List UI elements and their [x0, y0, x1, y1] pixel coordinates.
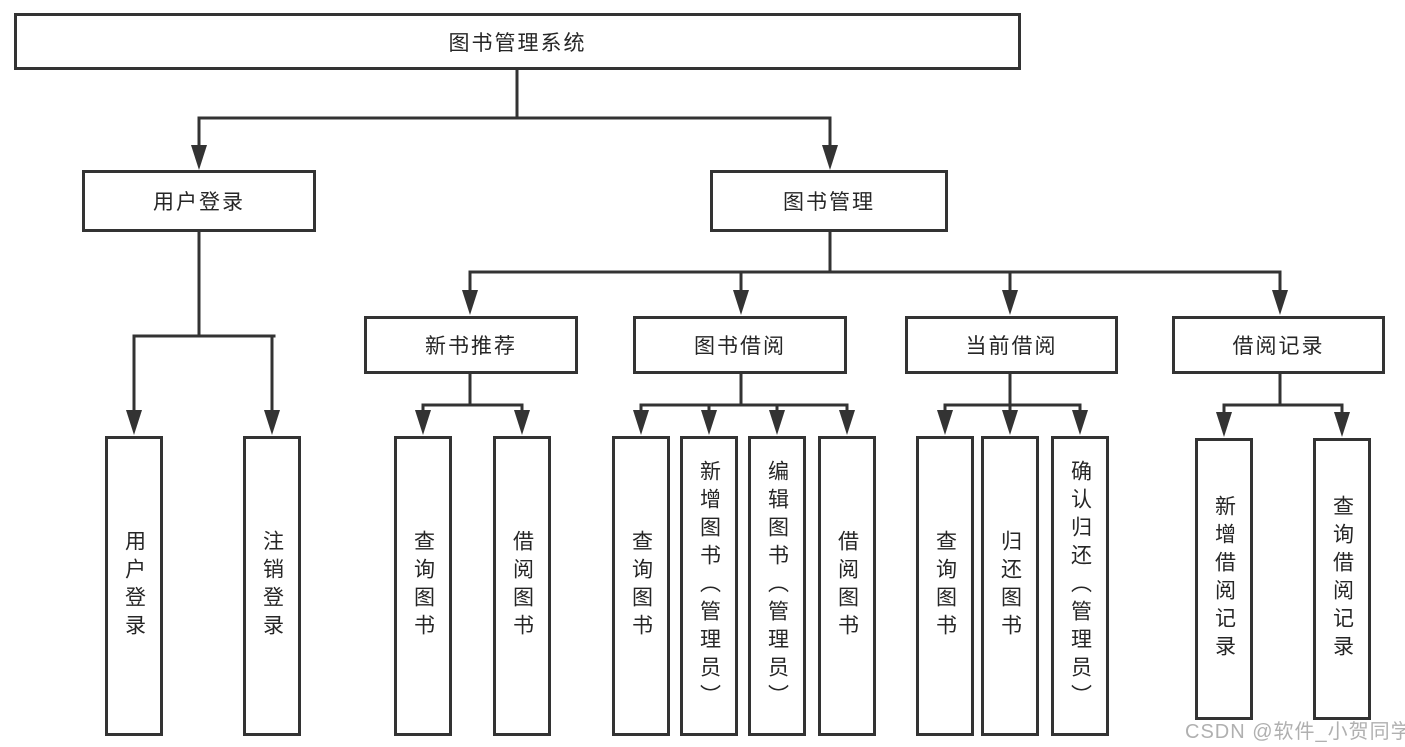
node-leaf-add-books-admin: 新增图书（管理员） [680, 436, 738, 736]
node-book-borrowing: 图书借阅 [633, 316, 847, 374]
node-leaf-user-login: 用户登录 [105, 436, 163, 736]
node-label: 图书管理 [783, 191, 875, 214]
node-new-book-recommendation: 新书推荐 [364, 316, 578, 374]
node-leaf-confirm-return-admin: 确认归还（管理员） [1051, 436, 1109, 736]
node-leaf-return-books: 归还图书 [981, 436, 1039, 736]
node-leaf-add-borrow-record: 新增借阅记录 [1195, 438, 1253, 720]
connector-current-borrow-children [937, 374, 1088, 435]
node-library-management-system: 图书管理系统 [14, 13, 1021, 70]
node-user-login: 用户登录 [82, 170, 316, 232]
node-label: 借阅记录 [1232, 335, 1325, 358]
node-label: 图书借阅 [694, 335, 786, 358]
connector-book-borrow-children [633, 374, 855, 435]
node-leaf-borrow-query-books: 查询图书 [612, 436, 670, 736]
connector-user-login-children [126, 232, 280, 435]
node-leaf-query-borrow-record: 查询借阅记录 [1313, 438, 1371, 720]
csdn-watermark: CSDN @软件_小贺同学 [1185, 721, 1405, 743]
node-label: 查询借阅记录 [1330, 495, 1354, 663]
node-label: 归还图书 [998, 530, 1022, 642]
node-label: 确认归还（管理员） [1068, 460, 1092, 712]
node-leaf-rec-query-books: 查询图书 [394, 436, 452, 736]
node-label: 借阅图书 [835, 530, 859, 642]
node-label: 查询图书 [411, 530, 435, 642]
node-leaf-current-query-books: 查询图书 [916, 436, 974, 736]
node-label: 新增图书（管理员） [697, 460, 721, 712]
connector-new-book-rec-children [415, 374, 530, 435]
node-label: 借阅图书 [510, 530, 534, 642]
node-label: 图书管理系统 [448, 31, 587, 55]
node-label: 新书推荐 [425, 335, 517, 358]
node-label: 用户登录 [122, 530, 146, 642]
node-leaf-logout: 注销登录 [243, 436, 301, 736]
node-leaf-rec-borrow-books: 借阅图书 [493, 436, 551, 736]
node-borrowing-records: 借阅记录 [1172, 316, 1385, 374]
node-current-borrowing: 当前借阅 [905, 316, 1118, 374]
node-leaf-borrow-books: 借阅图书 [818, 436, 876, 736]
node-label: 当前借阅 [965, 335, 1058, 358]
node-label: 用户登录 [153, 191, 245, 214]
node-leaf-edit-books-admin: 编辑图书（管理员） [748, 436, 806, 736]
node-label: 查询图书 [629, 530, 653, 642]
node-label: 查询图书 [933, 530, 957, 642]
connector-book-mgmt-to-level3 [462, 232, 1288, 315]
node-book-management: 图书管理 [710, 170, 948, 232]
node-label: 编辑图书（管理员） [765, 460, 789, 712]
node-label: 注销登录 [260, 530, 284, 642]
connector-root-to-level2 [191, 70, 838, 170]
node-label: 新增借阅记录 [1212, 495, 1236, 663]
connector-borrow-records-children [1216, 374, 1350, 437]
